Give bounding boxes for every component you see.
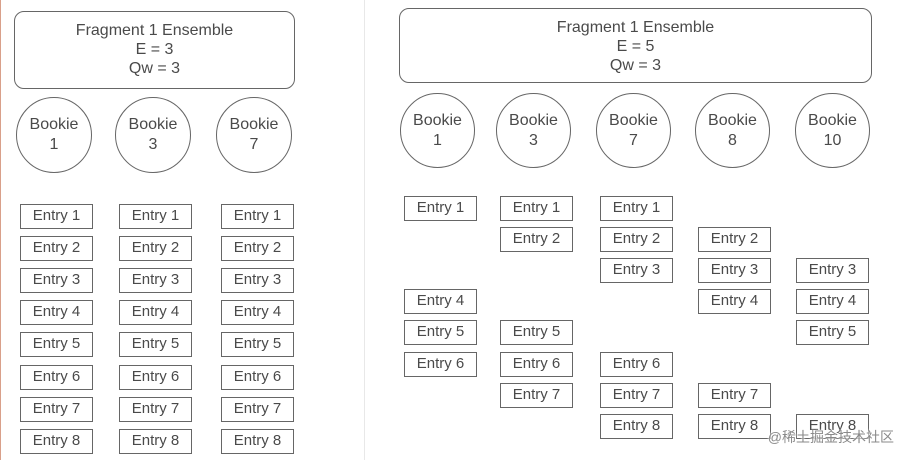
right-entry-box: Entry 7	[500, 383, 573, 408]
right-bookie-circle: Bookie 3	[496, 93, 571, 168]
left-bookie-circle: Bookie 1	[16, 97, 92, 173]
left-ensemble-box: Fragment 1 Ensemble E = 3 Qw = 3	[14, 11, 295, 89]
bookie-number: 10	[823, 131, 842, 149]
right-bookie-circle: Bookie 1	[400, 93, 475, 168]
left-entry-box: Entry 7	[221, 397, 294, 422]
bookie-number: 1	[433, 131, 442, 149]
left-entry-box: Entry 4	[221, 300, 294, 325]
right-entry-box: Entry 1	[500, 196, 573, 221]
right-bookie-circle: Bookie 8	[695, 93, 770, 168]
left-ensemble-qw: Qw = 3	[128, 60, 181, 77]
left-entry-box: Entry 7	[119, 397, 192, 422]
right-entry-box: Entry 2	[698, 227, 771, 252]
right-entry-box: Entry 6	[600, 352, 673, 377]
right-entry-box: Entry 8	[796, 414, 869, 439]
right-entry-box: Entry 3	[796, 258, 869, 283]
left-entry-box: Entry 8	[20, 429, 93, 454]
bookie-number: 8	[728, 131, 737, 149]
left-entry-box: Entry 8	[221, 429, 294, 454]
left-border	[0, 0, 1, 460]
left-bookie-circle: Bookie 7	[216, 97, 292, 173]
watermark-text: @稀土掘金技术社区	[767, 429, 894, 445]
left-entry-box: Entry 7	[20, 397, 93, 422]
bookie-label: Bookie	[609, 111, 658, 129]
left-entry-box: Entry 6	[20, 365, 93, 390]
right-entry-box: Entry 4	[404, 289, 477, 314]
left-entry-box: Entry 8	[119, 429, 192, 454]
right-bookie-circle: Bookie 7	[596, 93, 671, 168]
panel-divider	[364, 0, 365, 460]
left-entry-box: Entry 2	[221, 236, 294, 261]
left-entry-box: Entry 1	[20, 204, 93, 229]
right-entry-box: Entry 4	[698, 289, 771, 314]
right-ensemble-box: Fragment 1 Ensemble E = 5 Qw = 3	[399, 8, 872, 83]
right-entry-box: Entry 5	[404, 320, 477, 345]
bookie-label: Bookie	[708, 111, 757, 129]
right-entry-box: Entry 5	[500, 320, 573, 345]
left-entry-box: Entry 5	[119, 332, 192, 357]
bookie-number: 3	[529, 131, 538, 149]
bookie-number: 3	[148, 136, 158, 153]
left-entry-box: Entry 4	[119, 300, 192, 325]
right-entry-box: Entry 6	[404, 352, 477, 377]
left-entry-box: Entry 5	[20, 332, 93, 357]
left-entry-box: Entry 1	[119, 204, 192, 229]
right-entry-box: Entry 3	[698, 258, 771, 283]
left-entry-box: Entry 3	[221, 268, 294, 293]
right-entry-box: Entry 1	[600, 196, 673, 221]
right-entry-box: Entry 6	[500, 352, 573, 377]
bookie-number: 7	[629, 131, 638, 149]
bookie-label: Bookie	[29, 116, 79, 133]
right-entry-box: Entry 7	[698, 383, 771, 408]
right-entry-box: Entry 4	[796, 289, 869, 314]
bookie-label: Bookie	[413, 111, 462, 129]
left-entry-box: Entry 6	[119, 365, 192, 390]
left-entry-box: Entry 6	[221, 365, 294, 390]
right-bookie-circle: Bookie 10	[795, 93, 870, 168]
right-entry-box: Entry 2	[600, 227, 673, 252]
right-ensemble-qw: Qw = 3	[609, 57, 662, 74]
bookie-label: Bookie	[808, 111, 857, 129]
bookie-label: Bookie	[509, 111, 558, 129]
left-entry-box: Entry 4	[20, 300, 93, 325]
right-ensemble-e: E = 5	[616, 38, 655, 55]
bookie-number: 1	[49, 136, 59, 153]
right-entry-box: Entry 3	[600, 258, 673, 283]
left-entry-box: Entry 2	[119, 236, 192, 261]
left-bookie-circle: Bookie 3	[115, 97, 191, 173]
right-entry-box: Entry 8	[698, 414, 771, 439]
left-entry-box: Entry 1	[221, 204, 294, 229]
left-entry-box: Entry 5	[221, 332, 294, 357]
right-entry-box: Entry 5	[796, 320, 869, 345]
right-entry-box: Entry 2	[500, 227, 573, 252]
bookie-label: Bookie	[229, 116, 279, 133]
right-ensemble-title: Fragment 1 Ensemble	[556, 19, 715, 36]
left-ensemble-title: Fragment 1 Ensemble	[75, 22, 234, 39]
right-entry-box: Entry 7	[600, 383, 673, 408]
bookie-label: Bookie	[128, 116, 178, 133]
right-entry-box: Entry 8	[600, 414, 673, 439]
bookie-number: 7	[249, 136, 259, 153]
left-entry-box: Entry 3	[119, 268, 192, 293]
left-ensemble-e: E = 3	[135, 41, 174, 58]
left-entry-box: Entry 2	[20, 236, 93, 261]
right-entry-box: Entry 1	[404, 196, 477, 221]
left-entry-box: Entry 3	[20, 268, 93, 293]
